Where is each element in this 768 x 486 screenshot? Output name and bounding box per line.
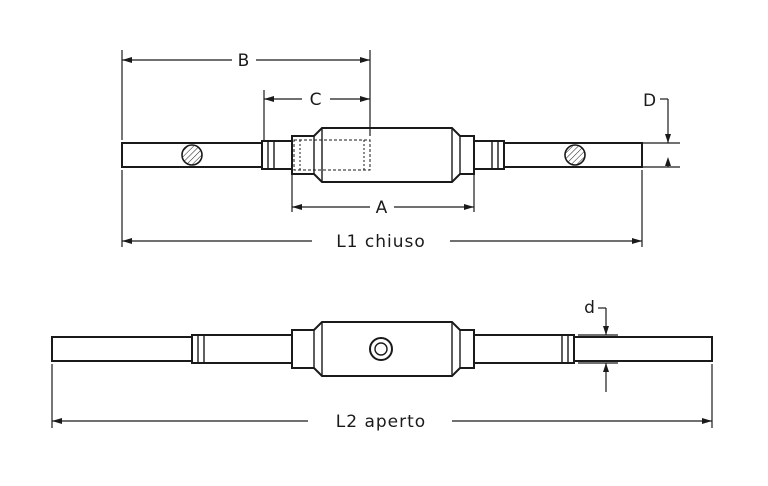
right-thread-open	[473, 334, 575, 364]
label-l2: L2 aperto	[336, 412, 426, 432]
left-collar-closed	[261, 140, 293, 170]
label-c: C	[310, 90, 323, 110]
open-wrench	[51, 321, 713, 377]
dimension-a: A	[291, 174, 475, 218]
label-d-upper: D	[643, 91, 657, 111]
closed-wrench	[121, 127, 643, 183]
dimension-c: C	[263, 90, 370, 140]
hidden-thread-closed	[293, 139, 371, 171]
center-body-open	[291, 321, 475, 377]
center-body-closed	[291, 127, 475, 183]
left-thread-open	[191, 334, 293, 364]
left-pin-closed	[181, 144, 203, 166]
right-rod-open	[573, 336, 713, 362]
dimension-l2: L2 aperto	[51, 364, 713, 432]
right-pin-closed	[564, 144, 586, 166]
dimension-b: B	[121, 50, 371, 140]
label-a: A	[376, 198, 389, 218]
label-d-lower: d	[584, 298, 596, 318]
center-hole-inner	[374, 342, 388, 356]
center-hole-outer	[369, 337, 393, 361]
left-rod-open	[51, 336, 193, 362]
dimension-d: D	[642, 91, 680, 168]
label-b: B	[238, 51, 251, 71]
dimension-l1: L1 chiuso	[121, 170, 643, 252]
dimension-d-lower: d	[578, 298, 618, 392]
label-l1: L1 chiuso	[336, 232, 426, 252]
right-collar-closed	[473, 140, 505, 170]
